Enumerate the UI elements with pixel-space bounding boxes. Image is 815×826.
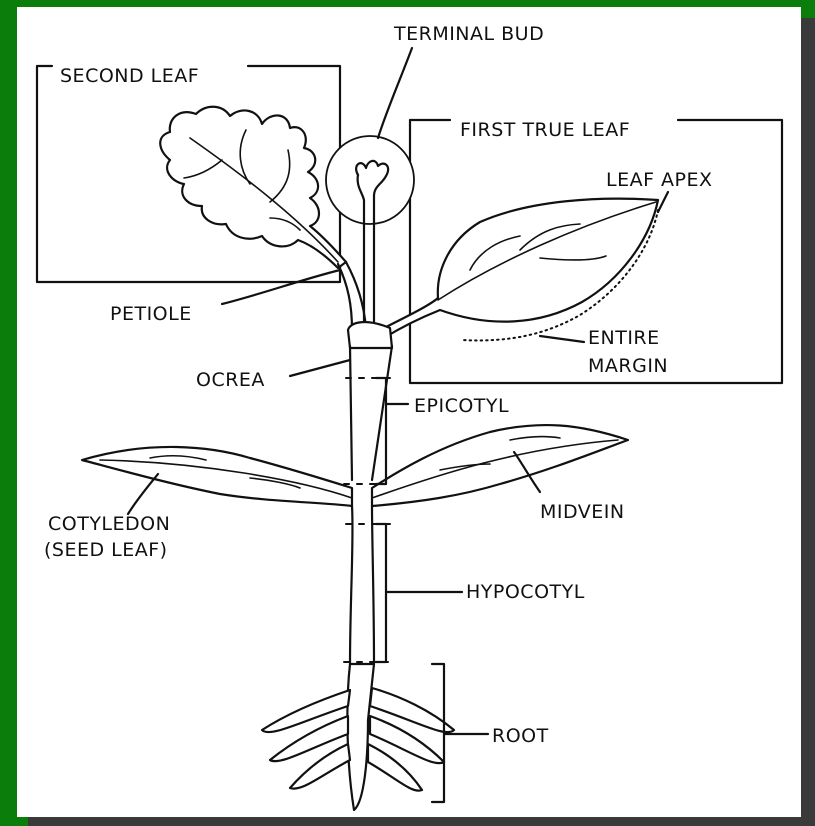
root-bracket — [432, 664, 444, 802]
hypocotyl-label: HYPOCOTYL — [466, 581, 585, 603]
entire-margin-label-line2: MARGIN — [588, 355, 668, 377]
ocrea-label: OCREA — [196, 369, 265, 391]
entire-margin-leader — [540, 336, 584, 342]
hypocotyl-stem-left — [350, 506, 353, 664]
epicotyl-stem-left — [350, 346, 352, 480]
midvein-label: MIDVEIN — [540, 501, 625, 523]
root-main — [347, 664, 374, 810]
hypocotyl-bracket — [376, 524, 386, 662]
cotyledon-label-line2: (SEED LEAF) — [44, 539, 168, 561]
hypocotyl-stem-right — [372, 506, 374, 664]
cotyledon-leader — [128, 474, 158, 514]
petiole-leader — [222, 270, 340, 304]
root-label: ROOT — [492, 725, 549, 747]
ocrea-leader — [290, 360, 350, 376]
cotyledon-right — [372, 425, 628, 506]
first-true-leaf-label: FIRST TRUE LEAF — [460, 119, 630, 141]
epicotyl-label: EPICOTYL — [414, 395, 509, 417]
terminal-bud-circle — [326, 136, 414, 224]
cotyledon-left — [82, 447, 352, 506]
leaf-apex-label: LEAF APEX — [606, 169, 713, 191]
terminal-bud-leader — [378, 48, 412, 138]
petiole-label: PETIOLE — [110, 303, 192, 325]
second-leaf-label: SECOND LEAF — [60, 65, 199, 87]
second-leaf — [160, 107, 346, 268]
entire-margin-label-line1: ENTIRE — [588, 327, 660, 349]
first-true-leaf — [380, 199, 658, 338]
epicotyl-stem-right — [372, 346, 392, 480]
cotyledon-label-line1: COTYLEDON — [48, 513, 170, 535]
ocrea-sheath — [348, 322, 392, 348]
leaf-apex-leader — [658, 192, 668, 212]
terminal-bud-label: TERMINAL BUD — [393, 23, 544, 45]
